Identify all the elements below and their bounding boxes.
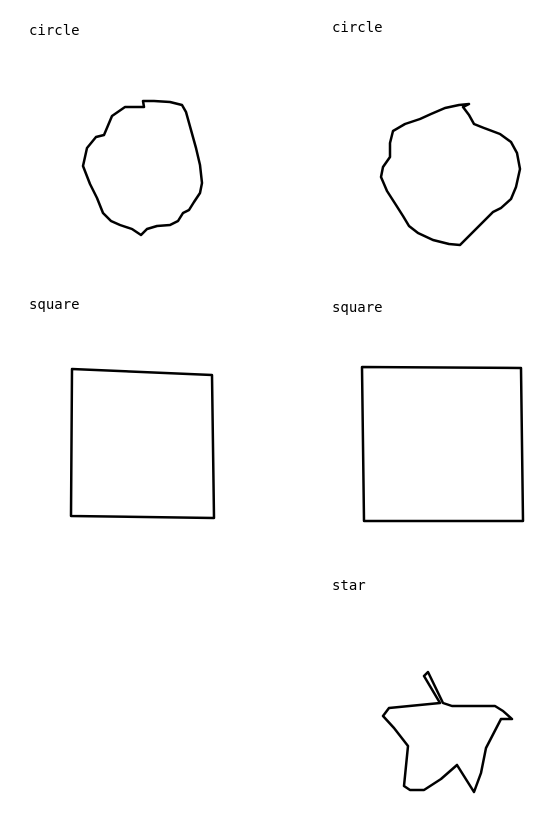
sketch-circle-1 [81,99,204,237]
sketch-square-1 [69,367,216,520]
sketch-label-square-1: square [29,297,80,313]
sketch-label-star: star [332,578,366,594]
sketch-label-square-2: square [332,300,383,316]
sketch-label-circle-1: circle [29,23,80,39]
sketch-label-circle-2: circle [332,20,383,36]
sketch-star [381,670,514,794]
sketch-square-2 [360,365,525,523]
sketch-circle-2 [379,102,522,247]
